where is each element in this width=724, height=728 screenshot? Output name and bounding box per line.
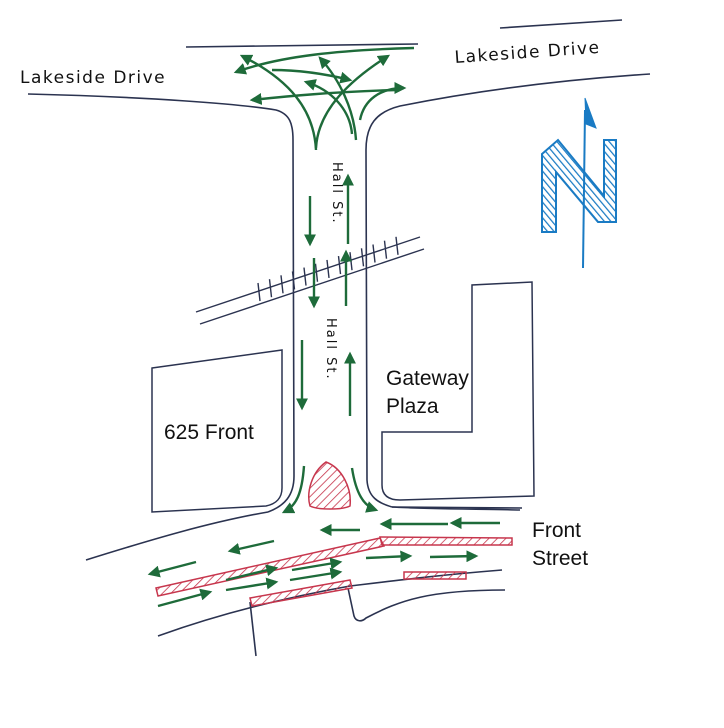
railway-tie: [337, 255, 342, 275]
railway-tie: [314, 263, 319, 282]
railway-tie: [383, 240, 388, 259]
north-arrow-icon: [541, 97, 617, 269]
front-street-road: [85, 506, 523, 657]
railway-tie: [395, 236, 399, 255]
lakeside-drive-road: [27, 19, 651, 151]
traffic-arrows: [147, 46, 500, 608]
railway-tie: [280, 275, 284, 294]
railway-tie: [268, 279, 273, 298]
hatched-islands: [155, 461, 513, 607]
railway-tie: [303, 267, 307, 286]
railway-tie: [349, 252, 353, 271]
railway-tie: [326, 259, 330, 278]
railway-tie: [257, 282, 261, 302]
lakeside-drive-label-left: Lakeside Drive: [20, 68, 167, 88]
hall-street-road: [267, 139, 393, 513]
building-label-gateway: Gateway: [386, 367, 469, 390]
railway-tie: [372, 244, 376, 263]
railway-tie: [360, 248, 365, 267]
building-label-625-front: 625 Front: [164, 421, 254, 444]
hall-street-label-lower: Hall St.: [323, 318, 338, 381]
hall-street-label-upper: Hall St.: [329, 162, 344, 225]
building-625-front: [151, 349, 283, 513]
building-gateway-plaza: [381, 281, 535, 501]
front-street-label-line2: Street: [532, 547, 589, 570]
railway-tie: [291, 271, 296, 290]
railway-track: [195, 236, 425, 325]
front-street-label-line1: Front: [532, 519, 582, 542]
building-label-plaza: Plaza: [386, 395, 439, 418]
